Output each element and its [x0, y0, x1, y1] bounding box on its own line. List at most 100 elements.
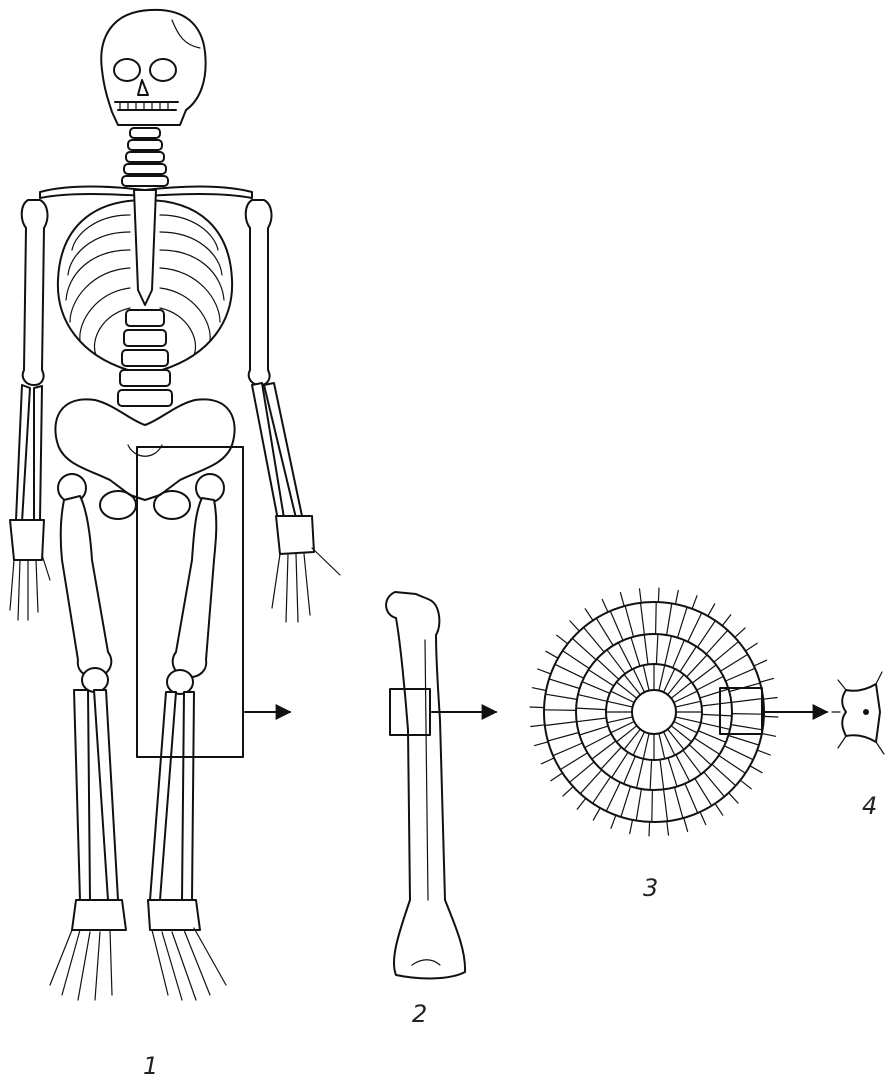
osteon-lamella-line [548, 733, 579, 741]
osteon-lamella-line [610, 611, 623, 640]
osteon-lamella-line [572, 638, 596, 660]
label-cell: 4 [862, 792, 877, 820]
osteon-lamella-line [764, 716, 778, 717]
osteon-lamella-line [640, 589, 642, 603]
osteon-lamella-line [551, 773, 563, 781]
osteon-lamella-line [576, 708, 606, 710]
osteon-lamella-line [664, 789, 668, 821]
osteon-lamella-line [704, 772, 725, 797]
osteon-lamella-line [700, 812, 706, 825]
osteon-lamella-line [545, 722, 577, 726]
osteon-lamella-line [694, 738, 719, 754]
osteon-lamella-line [593, 808, 600, 820]
osteon-lamella-line [555, 664, 584, 678]
osteon-lamella-line [746, 643, 758, 651]
osteon-lamella-line [714, 642, 739, 663]
right-arm [246, 200, 340, 622]
osteon-lamella-line [593, 777, 611, 804]
osteocyte-figure [832, 672, 884, 754]
osteon-lamella-line [580, 770, 602, 794]
lumbar-spine [118, 310, 172, 406]
osteon-lamella-line [602, 599, 608, 612]
osteon-lamella-line [649, 822, 650, 836]
osteon-lamella-line [706, 630, 728, 654]
osteon-lamella-line [731, 699, 763, 703]
osteon-lamella-line [532, 688, 546, 691]
osteon-lamella-line [685, 784, 698, 813]
osteon-lamella-line [720, 654, 747, 671]
osteon-lamella-line [702, 702, 732, 706]
osteon-lamella-line [643, 665, 649, 690]
osteon-lamella-line [644, 635, 648, 665]
skull [101, 10, 205, 125]
osteon-lamella-line [750, 766, 762, 773]
osteon-lamella-line [578, 695, 607, 702]
osteon-lamella-line [676, 755, 690, 782]
label-femur: 2 [412, 1000, 427, 1028]
osteon-lamella-line [692, 596, 697, 609]
osteon-lamella-line [607, 717, 632, 723]
osteon-lamella-line [631, 638, 640, 667]
osteon-lamella-line [544, 710, 576, 711]
osteon-lamella-line [624, 756, 636, 784]
osteon-lamella-line [612, 752, 628, 777]
osteon-lamella-line [722, 615, 731, 626]
osteon-lamella-line [731, 725, 763, 730]
osteon-lamella-line [606, 782, 620, 811]
osteon-lamella-line [549, 679, 580, 689]
osteon-lamella-line [577, 798, 586, 809]
osteon-lamella-line [724, 746, 753, 760]
osteon-lamella-line [673, 640, 685, 668]
osteon-lamella-line [667, 821, 669, 835]
osteon-lamella-line [740, 780, 751, 789]
femur-figure [386, 592, 465, 978]
osteon-lamella-line [659, 665, 665, 690]
label-osteon: 3 [643, 874, 658, 902]
osteon-lamella-line [580, 726, 609, 735]
osteon-lamella-line [530, 707, 544, 708]
osteon-lamella-line [675, 701, 700, 707]
osteon-lamella-line [762, 734, 776, 737]
osteon-lamella-line [757, 750, 770, 755]
osteon-lamella-line [695, 778, 712, 805]
osteon-lamella-line [607, 701, 632, 707]
osteon-lamella-line [630, 820, 633, 834]
osteon-lamella-line [676, 590, 679, 604]
osteon-lamella-line [656, 602, 657, 634]
osteon-lamella-line [637, 759, 644, 788]
osteon-lamella-line [658, 588, 659, 602]
label-skeleton: 1 [143, 1052, 158, 1080]
osteon-section-box [720, 688, 762, 734]
osteon-lamella-line [728, 736, 759, 746]
osteon-lamella-line [570, 621, 580, 631]
osteon-lamella-line [650, 760, 652, 790]
osteon-lamella-line [585, 734, 612, 748]
osteon-lamella-line [620, 593, 624, 607]
osteon-lamella-line [735, 628, 745, 638]
osteon-lamella-line [684, 818, 688, 832]
skeleton-figure [10, 10, 340, 1000]
osteon-lamella-line [618, 643, 632, 670]
osteon-lamella-line [719, 756, 746, 774]
osteon-lamella-line [636, 789, 641, 821]
osteon-lamella-line [675, 717, 700, 723]
osteon-lamella-line [678, 607, 688, 638]
osteon-lamella-line [729, 793, 739, 803]
osteon-lamella-line [760, 678, 774, 682]
osteon-lamella-line [585, 609, 593, 621]
osteon-lamella-line [538, 669, 551, 674]
osteon-lamella-line [621, 786, 631, 817]
osteon-lamella-line [715, 804, 723, 816]
osteon-figure [530, 588, 778, 836]
osteon-lamella-line [563, 651, 590, 669]
osteon-lamella-line [754, 660, 767, 666]
osteon-lamella-line [541, 758, 554, 764]
osteon-lamella-line [667, 604, 672, 636]
osteon-lamella-line [531, 725, 545, 727]
osteon-lamella-line [712, 764, 736, 786]
osteon-lamella-line [732, 714, 764, 715]
osteon-lamella-line [589, 670, 614, 686]
cervical-spine [122, 128, 168, 186]
osteon-lamella-line [726, 668, 755, 681]
